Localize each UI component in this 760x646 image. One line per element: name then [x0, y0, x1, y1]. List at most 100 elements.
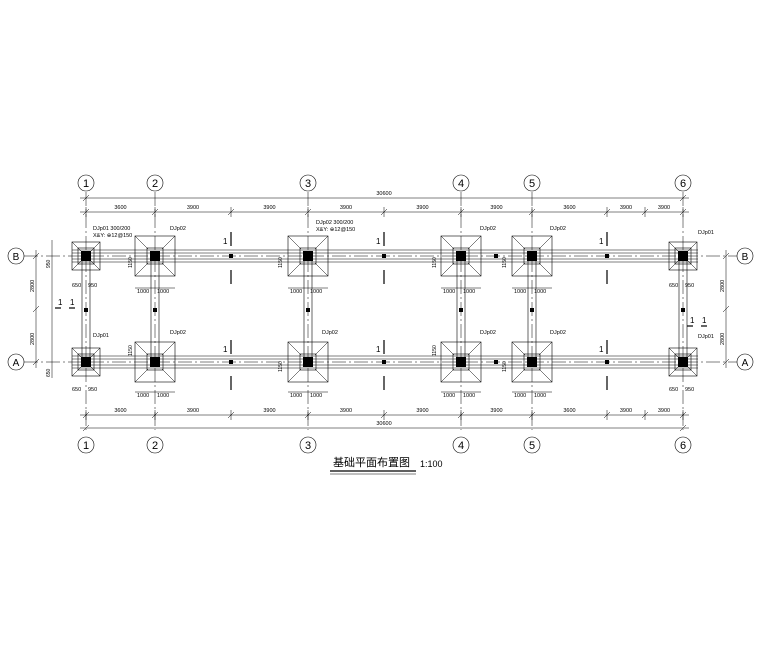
footing-slope-line: [71, 347, 82, 358]
dimension-tick: [32, 305, 40, 313]
footing-dim-text: 1000: [157, 289, 169, 295]
beam-post-mark: [306, 308, 310, 312]
footing-dim-text: 1000: [137, 289, 149, 295]
dimension-tick: [679, 194, 687, 202]
section-mark-text: 1: [58, 298, 63, 307]
dimension-text: 3900: [187, 205, 199, 211]
footing-slope-line: [90, 241, 101, 252]
dimension-tick: [32, 252, 40, 260]
column-section: [527, 251, 537, 261]
axis-label: 6: [680, 178, 686, 190]
axis-bubble: [299, 436, 317, 454]
beam-post-mark: [153, 308, 157, 312]
footing-label-dj02: DJp02: [170, 226, 186, 232]
overall-dimension-text: 30600: [376, 421, 391, 427]
axis-bubble: [452, 436, 470, 454]
dimension-text: 3900: [416, 408, 428, 414]
footing-dim-text: 950: [88, 387, 97, 393]
axis-bubble: [7, 353, 25, 371]
footing-slope-line: [134, 341, 149, 356]
footing-dim-text: 650: [669, 387, 678, 393]
column-section: [456, 251, 466, 261]
footing-dim-text: 1000: [534, 289, 546, 295]
footing-slope-line: [440, 262, 455, 277]
dimension-text: 3900: [620, 408, 632, 414]
footing-slope-line: [90, 260, 101, 271]
dimension-tick: [722, 252, 730, 260]
footing-pedestal: [523, 247, 541, 265]
footing-slope-line: [467, 235, 482, 250]
footing-dj01: [71, 241, 101, 271]
footings: [71, 235, 698, 383]
footing-dim-text: 1150: [502, 361, 508, 372]
axis-label: 4: [458, 178, 464, 190]
axis-label: 5: [529, 178, 535, 190]
dimension-tick: [82, 424, 90, 432]
dimension-tick: [722, 358, 730, 366]
dimension-text: 3900: [490, 408, 502, 414]
footing-slope-line: [134, 262, 149, 277]
dimension-text: 3600: [114, 408, 126, 414]
footing-dim-text: 1150: [432, 345, 438, 356]
footing-pedestal: [674, 247, 692, 265]
footing-slope-line: [134, 368, 149, 383]
footing-slope-line: [511, 368, 526, 383]
footing-dj02: [440, 341, 482, 383]
column-section: [150, 357, 160, 367]
dimension-tick: [82, 194, 90, 202]
footing-slope-line: [538, 235, 553, 250]
footing-dim-text: 1000: [463, 393, 475, 399]
axis-label: A: [13, 358, 20, 369]
footing-dim-text: 1150: [502, 257, 508, 268]
dimension-text: 3900: [416, 205, 428, 211]
footing-slope-line: [538, 341, 553, 356]
footing-dim-text: 650: [72, 283, 81, 289]
footing-rebar-label: X&Y: ⊕12@150: [316, 227, 355, 233]
footing-slope-line: [287, 262, 302, 277]
axis-label: 2: [152, 440, 158, 452]
footing-slope-line: [161, 235, 176, 250]
dimension-text: 3900: [620, 205, 632, 211]
footing-dj02: [511, 341, 553, 383]
overall-dimension-text: 30600: [376, 191, 391, 197]
section-mark-text: 1: [223, 237, 228, 246]
footing-slope-line: [90, 347, 101, 358]
dimension-tick: [722, 305, 730, 313]
footing-slope-line: [687, 347, 698, 358]
footing-dj02: [134, 341, 176, 383]
axis-bubble: [77, 174, 95, 192]
footing-pedestal: [523, 353, 541, 371]
footing-dim-text: 1000: [290, 289, 302, 295]
axis-label: B: [742, 252, 749, 263]
dimension-tick: [32, 358, 40, 366]
footing-slope-line: [687, 241, 698, 252]
section-mark-text: 1: [376, 345, 381, 354]
axis-bubble: [7, 247, 25, 265]
footing-dim-text: 1150: [278, 257, 284, 268]
footing-slope-line: [287, 341, 302, 356]
footing-slope-line: [668, 241, 679, 252]
axis-bubble: [299, 174, 317, 192]
drawing-scale: 1:100: [420, 459, 443, 469]
footing-dim-text: 1000: [310, 393, 322, 399]
beam-post-mark: [459, 308, 463, 312]
dimension-text: 3900: [340, 205, 352, 211]
beam-post-mark: [382, 254, 386, 258]
section-mark-text: 1: [599, 345, 604, 354]
axis-label: 6: [680, 440, 686, 452]
axis-bubble: [146, 436, 164, 454]
footing-dj02: [287, 341, 329, 383]
footing-dim-text: 1150: [278, 361, 284, 372]
footing-slope-line: [440, 341, 455, 356]
footing-slope-line: [314, 368, 329, 383]
axis-label: 2: [152, 178, 158, 190]
footing-dim-text: 1000: [514, 393, 526, 399]
column-section: [303, 357, 313, 367]
column-section: [81, 357, 91, 367]
footing-label-dj02: DJp02: [322, 330, 338, 336]
footing-pedestal: [146, 353, 164, 371]
side-dimension-text: 2800: [30, 280, 36, 292]
column-section: [150, 251, 160, 261]
axis-bubble: [674, 174, 692, 192]
